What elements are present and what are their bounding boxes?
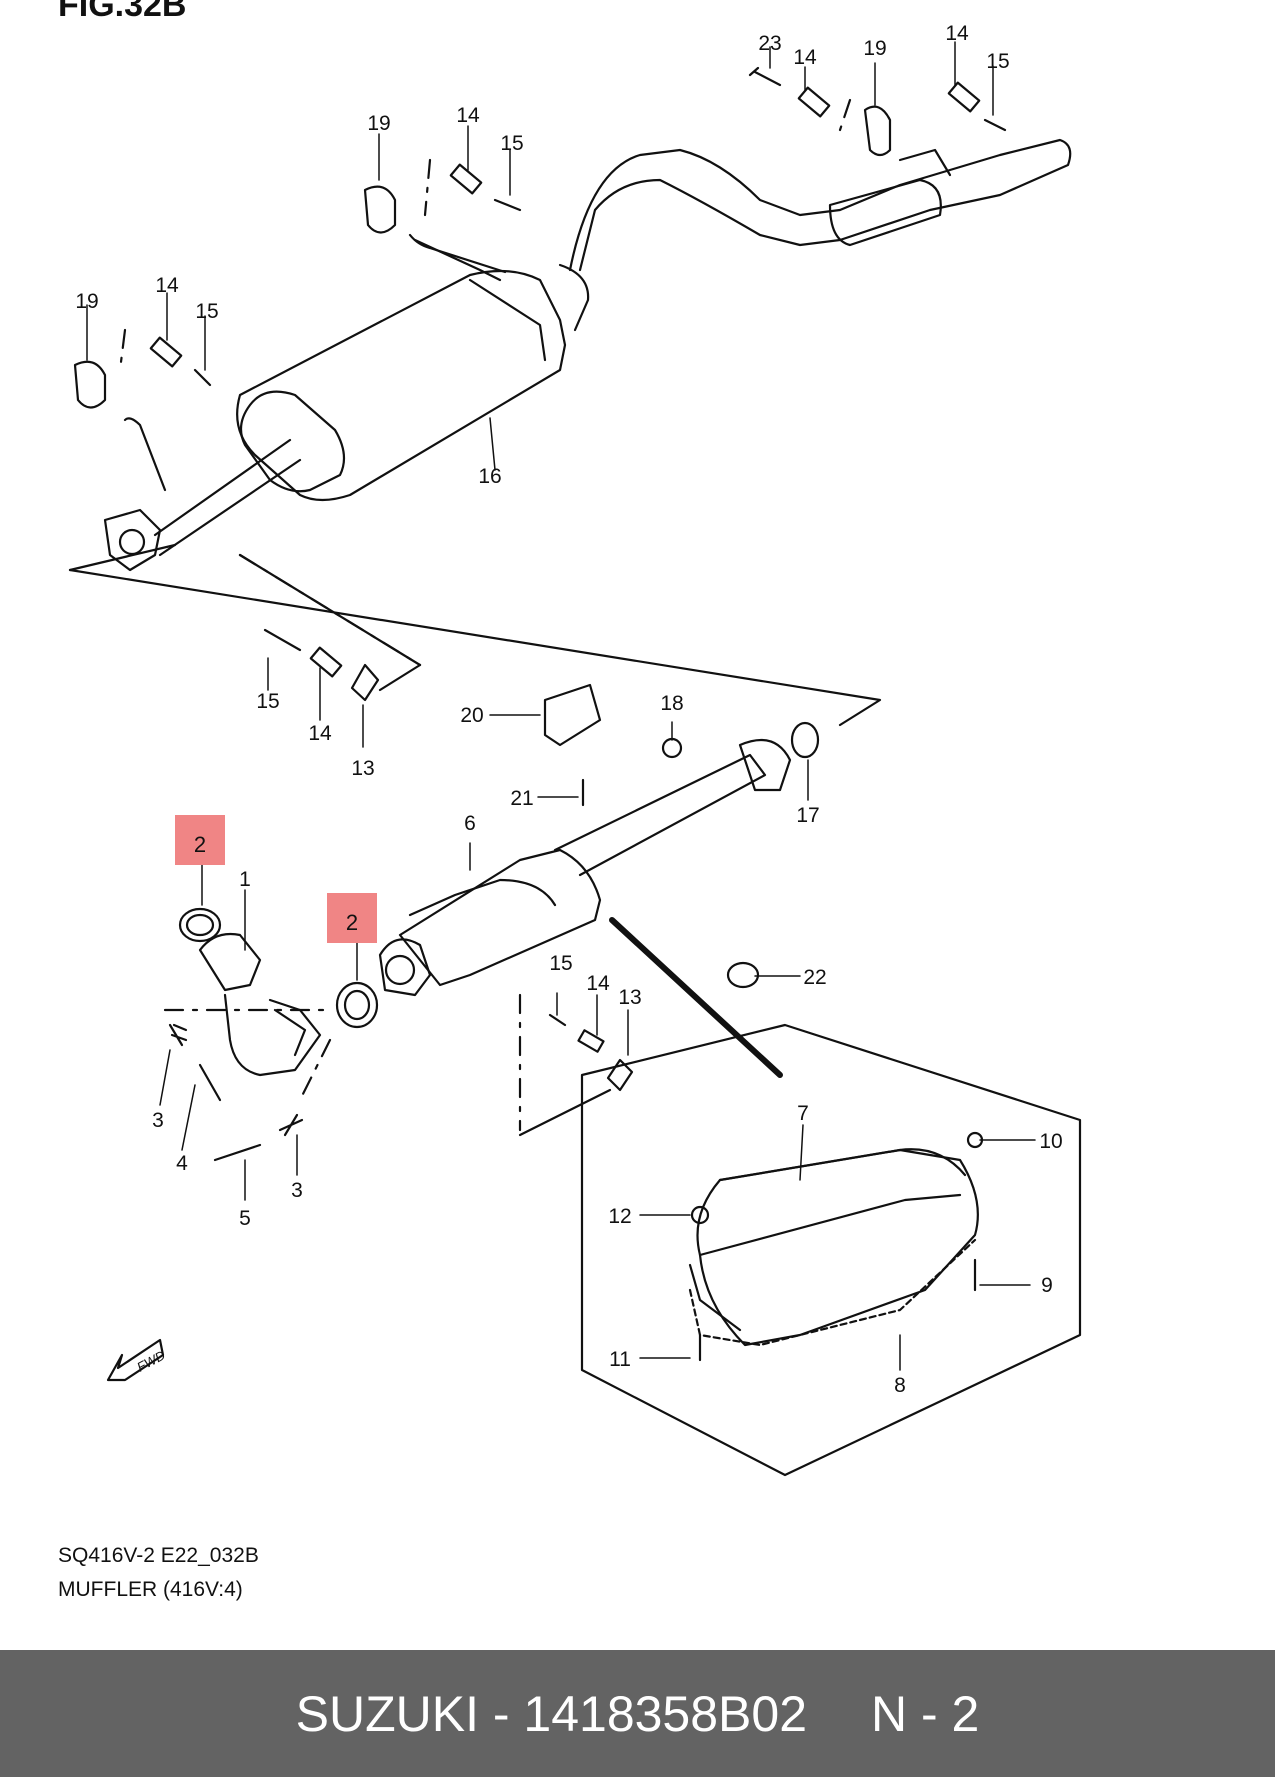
nut-12 [690,1205,710,1225]
leader-lines [86,41,1036,1371]
front-catalyst [378,738,792,997]
gasket-lower [335,981,379,1029]
callout-2a: 2 [194,832,206,857]
mount-13b [606,1058,634,1092]
callout-21: 21 [510,787,533,810]
highlight-box-2b [327,893,377,943]
diagram-caption: MUFFLER (416V:4) [58,1578,243,1601]
callout-14c: 14 [456,104,480,127]
fwd-arrow-icon [106,1338,165,1382]
callout-3b: 3 [291,1179,303,1202]
callout-17: 17 [796,804,819,827]
callout-10: 10 [1039,1130,1062,1153]
detail-catalyst [688,1148,979,1347]
spring-3a [168,1023,188,1047]
callout-8: 8 [894,1374,906,1397]
diagram-code: SQ416V-2 E22_032B [58,1544,259,1567]
collar-14e [309,646,343,678]
figure-title: FIG.32B [58,0,187,24]
leader-dashes [118,98,852,1132]
callout-13b: 13 [618,986,641,1009]
callout-15a: 15 [986,50,1009,73]
brand-part-number: SUZUKI - 1418358B02 [295,1685,808,1742]
hanger-19-mid [363,185,397,234]
hanger-19-top [863,105,892,157]
bracket-20 [543,683,602,747]
collar-14d [149,336,183,368]
callout-15e: 15 [549,952,572,975]
rubber-22 [726,961,760,989]
gasket-upper-inner [185,913,215,937]
callout-9: 9 [1041,1274,1053,1297]
callout-5: 5 [239,1207,251,1230]
callout-16: 16 [478,465,501,488]
part-number-footer: SUZUKI - 1418358B02 N - 2 [0,1650,1275,1777]
bolt-4 [198,1063,222,1102]
heat-shield-8 [688,1238,977,1347]
gasket-lower-inner [343,989,371,1021]
bolt-15d [263,628,302,652]
callout-2b: 2 [346,910,358,935]
callout-13a: 13 [351,757,374,780]
callout-23: 23 [758,32,781,55]
collar-14a [797,86,831,118]
spring-3b [278,1113,304,1137]
detail-arrow [609,917,783,1078]
collar-14b [947,81,981,113]
o-ring-17 [790,721,820,759]
bolt-15c [193,368,212,387]
callout-14a: 14 [793,46,817,69]
fwd-label: FWD [134,1348,167,1375]
callout-14f: 14 [586,972,610,995]
nut-18 [661,737,683,759]
bolt-15e [548,1013,567,1027]
bolt-15b [493,198,522,212]
callout-19b: 19 [367,112,390,135]
callout-18: 18 [660,692,683,715]
diagram-drawing: 2 2 23 14 19 14 15 19 14 15 19 14 15 16 … [68,22,1082,1477]
highlight-box-2a [175,815,225,865]
mount-13a [350,663,380,702]
callout-11: 11 [609,1348,631,1371]
bolt-5 [213,1143,262,1162]
callout-15d: 15 [256,690,279,713]
callout-20: 20 [460,704,483,727]
collar-14c [449,163,483,195]
bolt-23 [748,66,782,87]
exhaust-diagram: FIG.32B [58,0,1082,1601]
callout-14d: 14 [155,274,179,297]
collar-14f [577,1029,605,1053]
callout-14e: 14 [308,722,332,745]
callout-7: 7 [797,1102,809,1125]
main-muffler [236,233,567,502]
callout-3a: 3 [152,1109,164,1132]
callout-14b: 14 [945,22,969,45]
intermediate-pipe [103,417,302,572]
bolt-15a [983,118,1007,132]
callout-1: 1 [239,868,251,891]
callout-4: 4 [176,1152,188,1175]
quantity-label: N - 2 [871,1685,980,1742]
callout-6: 6 [464,812,476,835]
hanger-19-left [73,360,107,409]
rear-tailpipe [558,138,1072,332]
sheet-outline [68,543,1082,1477]
exhaust-pipe-1 [198,932,322,1077]
callout-22: 22 [803,966,826,989]
callout-15c: 15 [195,300,218,323]
callout-15b: 15 [500,132,523,155]
callout-12: 12 [608,1205,631,1228]
callout-19c: 19 [75,290,98,313]
gasket-upper [178,907,222,943]
callout-19a: 19 [863,37,886,60]
